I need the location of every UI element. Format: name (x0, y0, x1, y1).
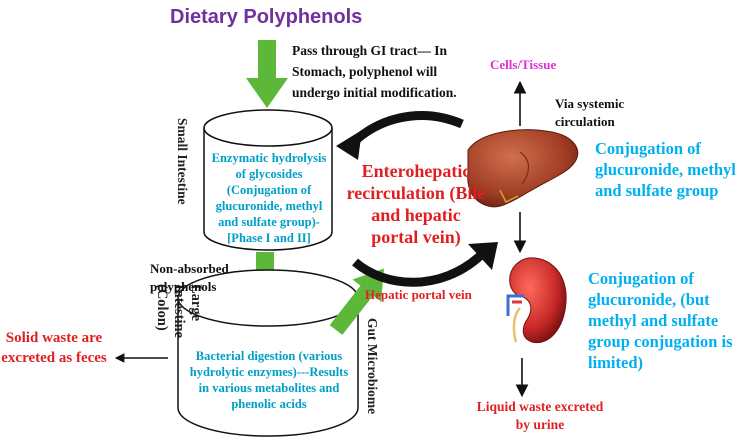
liver-icon (467, 129, 579, 208)
green-arrow-down-1-icon (246, 40, 288, 108)
non-absorbed-label: Non-absorbed polyphenols (150, 261, 229, 294)
cylinder-large-intestine (177, 269, 359, 437)
cylinder-small-intestine (203, 109, 333, 251)
solid-waste-label: Solid waste are excreted as feces (1, 330, 107, 366)
large-intestine-text: Bacterial digestion (various hydrolytic … (189, 349, 349, 411)
page-title: Dietary Polyphenols (170, 6, 363, 28)
recirculation-arrows-icon (336, 111, 498, 287)
kidney-conjugation-label: Conjugation of glucuronide, (but methyl … (588, 269, 733, 372)
small-intestine-text: Enzymatic hydrolysis of glycosides (Conj… (211, 151, 327, 245)
via-systemic-label: Via systemic circulation (555, 96, 625, 129)
cells-tissue-label: Cells/Tissue (490, 57, 557, 72)
liquid-waste-label: Liquid waste excreted by urine (476, 399, 604, 432)
enterohepatic-label: Enterohepatic recirculation (Bile and he… (346, 161, 486, 247)
hepatic-portal-vein-label: Hepatic portal vein (365, 287, 472, 302)
kidney-icon (506, 257, 567, 344)
small-intestine-label: Small Intestine (175, 118, 190, 205)
gut-microbiome-label: Gut Microbiome (365, 318, 380, 415)
gi-tract-note: Pass through GI tract— In Stomach, polyp… (292, 43, 457, 100)
liver-conjugation-label: Conjugation of glucuronide, methyl and s… (595, 139, 736, 200)
